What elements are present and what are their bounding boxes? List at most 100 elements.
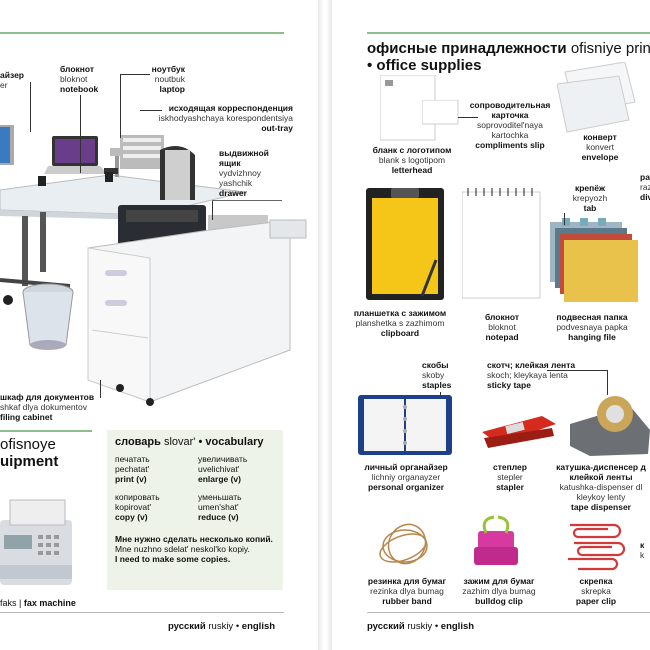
vocab-ru: увеличивать: [198, 454, 248, 464]
label-tr: konvert: [586, 142, 614, 152]
leader-line: [458, 117, 478, 118]
label-ru: айзер: [0, 70, 24, 80]
label-en: tape dispenser: [571, 502, 631, 512]
vocabulary-title: словарь slovar' • vocabulary: [115, 436, 264, 448]
label-en: sticky tape: [487, 380, 531, 390]
footer-rule: [0, 612, 284, 613]
label-rubber-band: резинка для бумаг rezinka dlya bumag rub…: [357, 576, 457, 606]
leader-line: [607, 370, 608, 395]
label-staples: скобы skoby staples: [422, 360, 451, 390]
sentence-ru: Мне нужно сделать несколько копий.: [115, 534, 273, 544]
label-ru: ра: [640, 172, 650, 182]
vocab-word: увеличивать uvelichivat' enlarge (v): [198, 454, 275, 484]
footer-tr: ruskiy: [407, 621, 433, 632]
footer-ru: русский: [367, 621, 405, 632]
heading-en: office supplies: [376, 57, 482, 74]
label-ru: личный органайзер: [364, 462, 448, 472]
label-ru: блокнот: [60, 64, 95, 74]
label-en: notepad: [485, 332, 519, 342]
label-tr: stepler: [497, 472, 523, 482]
label-tr: raz: [640, 182, 650, 192]
vocab-title-ru: словарь: [115, 436, 161, 448]
label-en: envelope: [581, 152, 619, 162]
vocab-tr: uvelichivat': [198, 464, 240, 474]
heading-tr: ofisniye prin: [570, 40, 650, 57]
label-organizer: айзер er: [0, 70, 24, 90]
top-rule: [367, 32, 650, 34]
label-tr: faks: [0, 598, 17, 608]
label-en: notebook: [60, 84, 99, 94]
label-ru: скрепка: [579, 576, 613, 586]
tape-dispenser-illustration: [570, 396, 650, 456]
label-ru: скобы: [422, 360, 449, 370]
vocab-word: печатать pechatat' print (v): [115, 454, 192, 484]
label-letterhead: бланк с логотипом blank s logotipom lett…: [362, 145, 462, 175]
label-tr: lichniy organayzer: [371, 472, 441, 482]
sentence-en: I need to make some copies.: [115, 554, 231, 564]
page-gutter: [318, 0, 332, 650]
label-notebook: блокнот bloknot notebook: [60, 64, 98, 94]
compliments-slip-illustration: [422, 100, 459, 125]
bulldog-clip-illustration: [474, 515, 518, 565]
label-edge-item: к k: [640, 540, 644, 560]
label-en: drawer: [219, 188, 247, 198]
label-ru: скотч; клейкая лента: [487, 360, 576, 370]
label-drawer: выдвижной ящик vydvizhnoy yashchik drawe…: [219, 148, 274, 198]
hanging-file-illustration: [550, 218, 638, 302]
rubber-band-illustration: [379, 523, 428, 565]
label-ru: к: [640, 540, 645, 550]
label-tr: skoch; kleykaya lenta: [487, 370, 568, 380]
vocab-en: print (v): [115, 474, 147, 484]
label-tab: крепёж krepyozh tab: [560, 183, 620, 213]
label-tr: krepyozh: [572, 193, 608, 203]
label-tr: er: [0, 80, 8, 90]
label-hanging-file: подвесная папка podvesnaya papka hanging…: [547, 312, 637, 342]
label-en: compliments slip: [475, 140, 545, 150]
label-tr: k: [640, 550, 645, 560]
label-ru: планшетка с зажимом: [353, 308, 447, 318]
vocab-sentence: Мне нужно сделать несколько копий. Mne n…: [115, 534, 275, 564]
label-tr: katushka-dispenser dl kleykoy lenty: [559, 482, 643, 502]
label-ru: шкаф для документов: [0, 392, 95, 402]
stapler-illustration: [482, 416, 556, 448]
label-notepad: блокнот bloknot notepad: [472, 312, 532, 342]
label-en: rubber band: [382, 596, 432, 606]
page-footer: русский ruskiy • english: [168, 621, 276, 632]
label-en: clipboard: [380, 328, 420, 338]
label-sticky-tape: скотч; клейкая лента skoch; kleykaya len…: [487, 360, 607, 390]
label-envelope: конверт konvert envelope: [570, 132, 630, 162]
label-ru: блокнот: [484, 312, 520, 322]
vocab-en: copy (v): [115, 512, 148, 522]
label-tr: zazhim dlya bumag: [462, 586, 536, 596]
label-fax-machine: faks | fax machine: [0, 598, 76, 608]
label-bulldog-clip: зажим для бумаг zazhim dlya bumag bulldo…: [454, 576, 544, 606]
fax-machine-illustration: [0, 499, 72, 585]
vocab-title-en: vocabulary: [205, 436, 264, 448]
vocab-en: enlarge (v): [198, 474, 241, 484]
label-ru: катушка-диспенсер д клейкой ленты: [556, 462, 646, 482]
vocab-title-tr: slovar': [163, 436, 196, 448]
vocabulary-box: словарь slovar' • vocabulary печатать pe…: [107, 430, 283, 590]
vocab-word: копировать kopirovat' copy (v): [115, 492, 192, 522]
leader-line: [212, 200, 282, 201]
label-ru: исходящая корреспонденция: [168, 103, 293, 113]
paper-clip-illustration: [568, 523, 626, 571]
section-title-en: uipment: [0, 453, 59, 470]
label-tr: soprovoditel'naya kartochka: [477, 120, 543, 140]
section-rule: [0, 430, 92, 432]
personal-organizer-illustration: [358, 395, 452, 455]
envelope-illustration: [557, 62, 636, 133]
vocab-ru: печатать: [115, 454, 150, 464]
label-en: stapler: [496, 482, 524, 492]
label-ru: бланк с логотипом: [372, 145, 452, 155]
label-tr: skrepka: [581, 586, 611, 596]
label-compliments-slip: сопроводительная карточка soprovoditel'n…: [467, 100, 553, 150]
vocab-tr: umen'shat': [198, 502, 239, 512]
label-ru: крепёж: [574, 183, 606, 193]
footer-en: english: [241, 621, 276, 632]
section-title-tr: ofisnoye: [0, 436, 56, 453]
notepad-illustration: [462, 188, 541, 299]
label-clipboard: планшетка с зажимом planshetka s zazhimo…: [352, 308, 448, 338]
label-ru: резинка для бумаг: [367, 576, 447, 586]
label-tr: planshetka s zazhimom: [355, 318, 445, 328]
